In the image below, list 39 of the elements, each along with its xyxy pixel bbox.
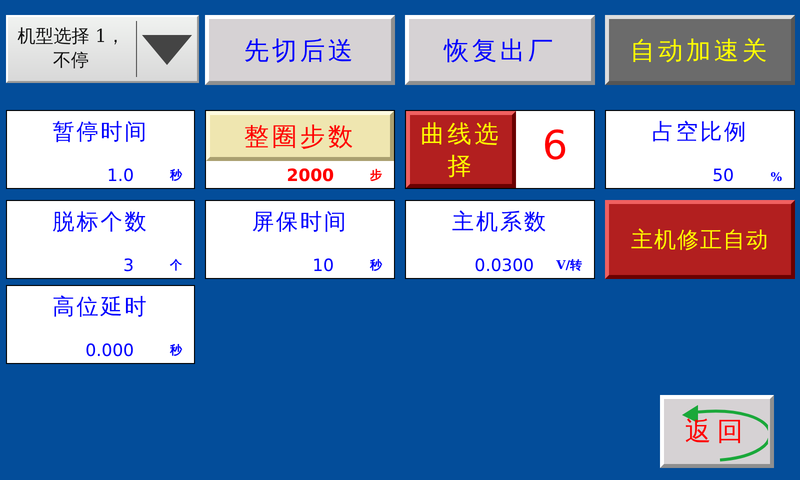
dropdown (6, 15, 199, 83)
value-display: 6 (541, 123, 569, 169)
field-label: 脱标个数 (52, 209, 150, 237)
value-display: 10 (312, 256, 334, 276)
unit-label: 步 (370, 167, 382, 184)
unit-label: % (770, 170, 782, 184)
value-panel (6, 110, 195, 189)
push-button: 自动加速关 (605, 15, 795, 85)
back-button (660, 395, 774, 468)
push-button: 整圈步数 (206, 111, 394, 161)
unit-label: 个 (170, 257, 182, 274)
push-button: 恢复出厂 (405, 15, 595, 85)
value-display: 3 (123, 256, 134, 276)
mode-button: 主机修正自动 (605, 200, 795, 279)
value-panel (205, 110, 395, 189)
field-label: 高位延时 (52, 294, 150, 322)
selector-panel (405, 110, 595, 189)
value-panel (6, 285, 195, 364)
unit-label: 秒 (370, 257, 382, 274)
value-panel (405, 200, 595, 279)
value-panel (6, 200, 195, 279)
value-display: 0.0300 (474, 256, 534, 276)
value-display: 1.0 (106, 166, 134, 186)
value-display: 0.000 (85, 341, 134, 361)
value-display: 50 (712, 166, 734, 186)
push-button: 曲线选择 (406, 111, 516, 188)
unit-label: 秒 (170, 342, 182, 359)
value-panel (205, 200, 395, 279)
unit-label: 秒 (170, 167, 182, 184)
field-label: 暂停时间 (52, 119, 150, 147)
button-label: 返回 (685, 416, 749, 449)
push-button: 先切后送 (205, 15, 395, 85)
field-label: 主机系数 (451, 209, 549, 237)
dropdown-value: 机型选择 1，不停 (16, 25, 126, 73)
unit-label: V/转 (556, 257, 582, 274)
field-label: 屏保时间 (251, 209, 349, 237)
field-label: 占空比例 (651, 119, 749, 147)
value-panel (605, 110, 795, 189)
value-display: 2000 (286, 166, 334, 186)
